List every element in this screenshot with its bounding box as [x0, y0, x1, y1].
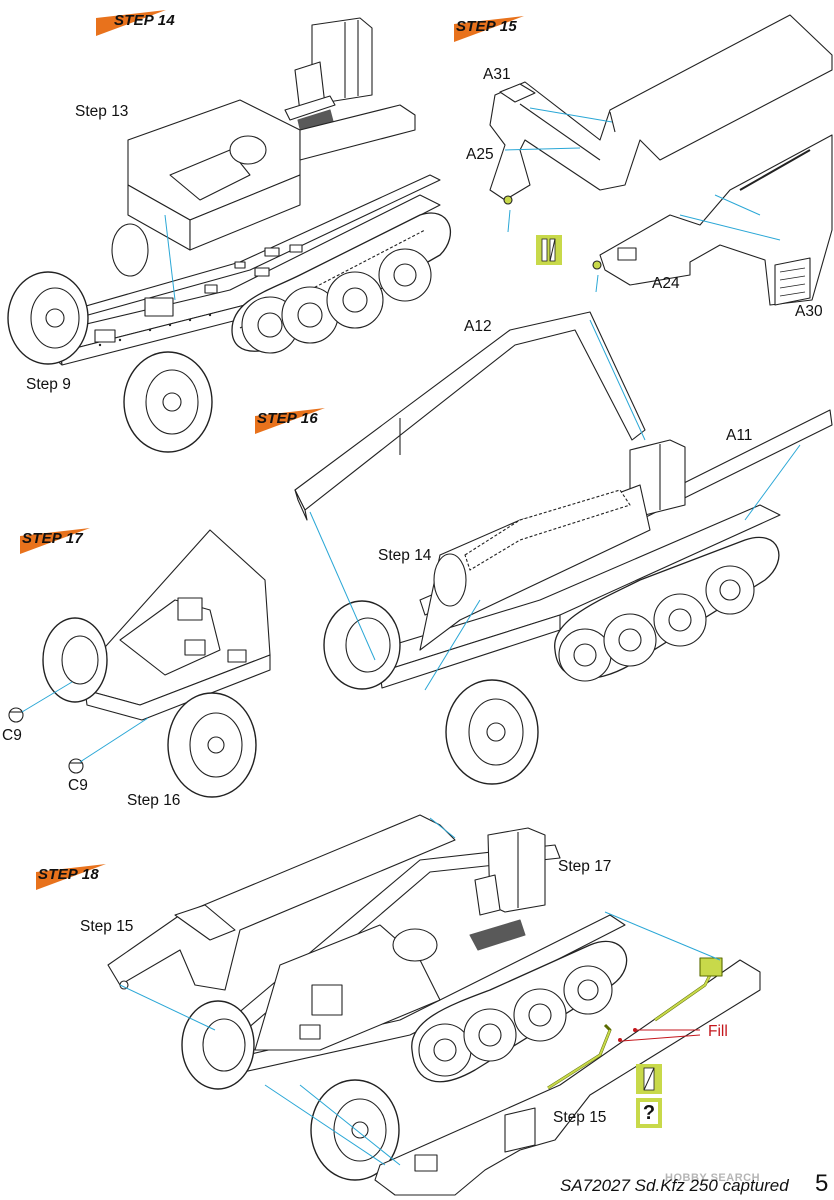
label-step17-ref: Step 17: [558, 858, 612, 875]
step18-vehicle: [107, 814, 761, 1196]
step18-badge: STEP 18: [36, 864, 132, 890]
step15-badge: STEP 15: [454, 16, 550, 42]
step15-parts: [489, 14, 833, 306]
label-step15-ref-b: Step 15: [553, 1109, 607, 1126]
label-step14-ref: Step 14: [378, 547, 432, 564]
step16-title: STEP 16: [257, 410, 318, 427]
step14-vehicle: [7, 17, 451, 453]
step18-title: STEP 18: [38, 866, 99, 883]
label-fill: Fill: [708, 1023, 728, 1040]
step16-vehicle: [294, 311, 833, 785]
label-c9-b: C9: [68, 777, 88, 794]
label-step13: Step 13: [75, 103, 129, 120]
label-a31: A31: [483, 66, 511, 83]
label-c9-a: C9: [2, 727, 22, 744]
label-step15-ref-a: Step 15: [80, 918, 134, 935]
question-mark-icon: ?: [636, 1098, 662, 1128]
label-a30: A30: [795, 303, 823, 320]
label-step16-ref: Step 16: [127, 792, 181, 809]
paint-slash-icon: [636, 1064, 662, 1094]
step16-badge: STEP 16: [255, 408, 351, 434]
label-a24: A24: [652, 275, 680, 292]
step17-title: STEP 17: [22, 530, 83, 547]
label-a11: A11: [726, 427, 753, 444]
label-step9: Step 9: [26, 376, 71, 393]
paint-slash-icon: [536, 235, 562, 265]
label-a12: A12: [464, 318, 492, 335]
step17-vehicle: [8, 529, 271, 798]
step14-badge: STEP 14: [96, 10, 192, 36]
step17-badge: STEP 17: [20, 528, 116, 554]
step14-title: STEP 14: [114, 12, 175, 29]
footer-code: SA72027 Sd.Kfz 250 captured: [560, 1176, 789, 1195]
label-a25: A25: [466, 146, 494, 163]
page-number: 5: [815, 1170, 829, 1197]
watermark: HOBBY SEARCH: [665, 1172, 761, 1184]
step15-title: STEP 15: [456, 18, 517, 35]
